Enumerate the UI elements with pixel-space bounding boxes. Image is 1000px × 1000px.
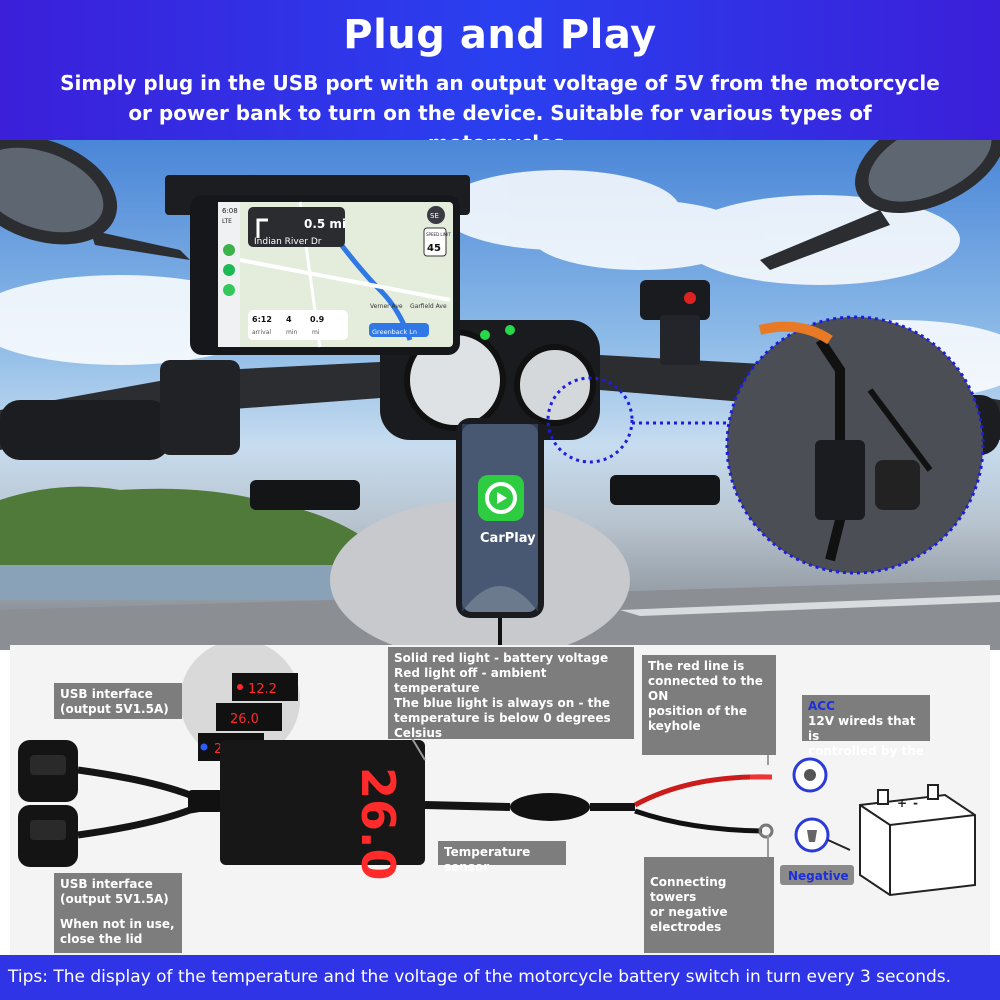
usb-adapter: [640, 280, 710, 320]
usb-top-label: USB interface (output 5V1.5A): [54, 683, 182, 719]
tachometer: [514, 344, 596, 426]
carplay-label: CarPlay: [480, 531, 536, 546]
turn-banner: [248, 207, 345, 247]
negative-label: Negative: [788, 869, 849, 883]
map-street-verner: Verner Ave: [370, 303, 403, 310]
red-line-label: The red line is connected to the ON posi…: [642, 655, 776, 755]
compass-badge: [427, 206, 445, 224]
battery-minus: -: [913, 796, 918, 810]
zoom-source-circle: [546, 376, 634, 464]
eta-miles-label: mi: [312, 329, 320, 336]
maps-app-icon: [223, 244, 235, 256]
turn-left-arrow-icon: [256, 218, 268, 238]
wiring-diagram: 12.2 26.0 26.0 26.0 Negative: [10, 645, 990, 955]
scene-illustration: 6:08 LTE 0.5 mi Indian River Dr SPEED LI…: [0, 140, 1000, 650]
battery-icon: [859, 784, 976, 897]
acc-label: ACC 12V wireds that is controlled by the: [802, 695, 930, 758]
temp-red-value: 26.0: [230, 712, 259, 727]
trip-summary: [248, 310, 348, 340]
map-street-garfield: Garfield Ave: [410, 303, 447, 310]
arrival-label: arrival: [252, 329, 271, 336]
tips-bar: Tips: The display of the temperature and…: [0, 955, 1000, 1000]
eta-miles: 0.9: [310, 315, 325, 324]
wiring-illustration: 12.2 26.0 26.0 26.0 Negative: [18, 645, 976, 897]
status-time: 6:08: [222, 207, 238, 215]
route-line: [328, 228, 413, 341]
acc-title: ACC: [808, 699, 835, 713]
usb-cable-connector: [815, 440, 865, 520]
red-wire: [633, 774, 771, 808]
usb-bottom-label: USB interface (output 5V1.5A): [54, 873, 182, 913]
turn-distance: 0.5 mi: [304, 217, 346, 231]
module-display-value: 26.0: [351, 767, 405, 881]
display-module: [220, 740, 425, 865]
temp-readout-red: [216, 703, 282, 731]
page-subtitle: Simply plug in the USB port with an outp…: [60, 71, 940, 155]
battery-plus: +: [897, 796, 907, 810]
negative-terminal-label: Connecting towers or negative electrodes: [644, 857, 774, 953]
arrival-time: 6:12: [252, 315, 272, 324]
voltage-value: 12.2: [248, 682, 277, 697]
temperature-sensor-housing: [510, 793, 590, 821]
speed-limit-sign: [423, 227, 447, 257]
turn-street: Indian River Dr: [254, 237, 322, 247]
status-network: LTE: [222, 218, 232, 225]
street-label-pill: [369, 323, 429, 337]
page-title: Plug and Play: [343, 12, 657, 58]
compass-heading: SE: [430, 212, 439, 220]
lid-note-label: When not in use, close the lid: [54, 913, 182, 953]
speed-limit-label: SPEED LIMIT: [426, 232, 451, 237]
black-wire: [634, 808, 763, 834]
eta-minutes-label: min: [286, 329, 298, 336]
header-banner: Plug and Play Simply plug in the USB por…: [0, 0, 1000, 155]
map-street-greenback: Greenback Ln: [372, 328, 417, 336]
speed-limit-value: 45: [427, 243, 441, 254]
motorcycle-scene: 6:08 LTE 0.5 mi Indian River Dr SPEED LI…: [0, 140, 1000, 650]
eta-minutes: 4: [286, 315, 292, 324]
music-app-icon: [223, 264, 235, 276]
lake: [0, 565, 380, 600]
switch-housing: [160, 360, 240, 455]
negative-label-box: [780, 865, 854, 885]
messages-app-icon: [223, 284, 235, 296]
left-grip: [0, 400, 170, 460]
lights-legend-label: Solid red light - battery voltage Red li…: [388, 647, 634, 740]
temperature-sensor-label: Temperature sensor: [438, 841, 566, 874]
